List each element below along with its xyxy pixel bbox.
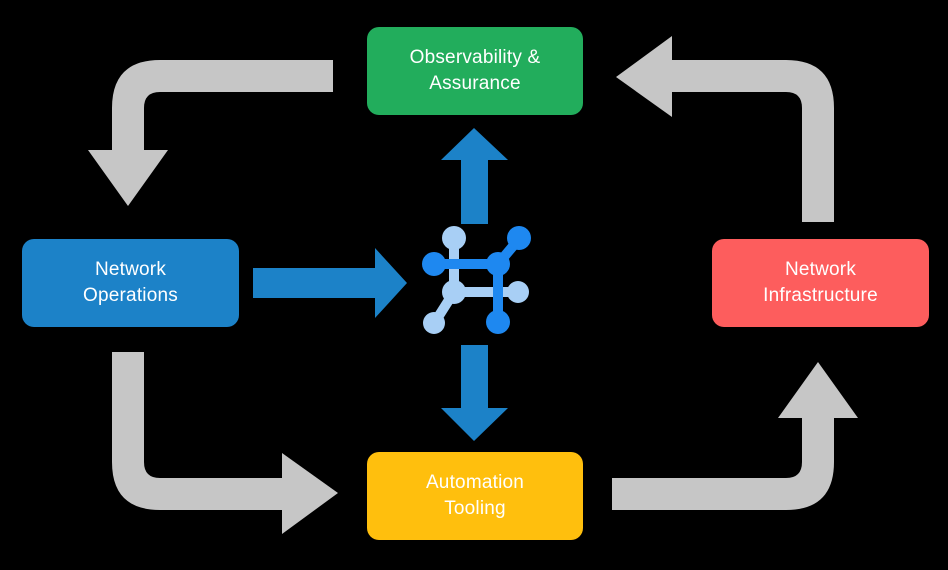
accent-arrow-center-to-automation: [441, 345, 508, 441]
loop-arrow-automation-to-infrastructure: [612, 362, 858, 510]
loop-arrow-infrastructure-to-observability: [616, 36, 834, 222]
network-icon-light-nodes: [423, 226, 529, 334]
node-box-automation-tooling[interactable]: Automation Tooling: [367, 452, 583, 540]
node-box-observability[interactable]: Observability & Assurance: [367, 27, 583, 115]
network-icon-dark-nodes: [422, 226, 531, 334]
accent-arrow-operations-to-center: [253, 248, 407, 318]
node-label-observability: Observability & Assurance: [409, 47, 541, 94]
loop-arrow-observability-to-operations: [88, 60, 333, 206]
node-box-network-infrastructure[interactable]: Network Infrastructure: [712, 239, 929, 327]
accent-arrow-center-to-observability: [441, 128, 508, 224]
node-label-network-infrastructure: Network Infrastructure: [763, 259, 878, 306]
node-label-network-operations: Network Operations: [83, 259, 178, 306]
node-label-automation-tooling: Automation Tooling: [425, 472, 525, 519]
loop-arrow-operations-to-automation: [112, 352, 338, 534]
node-box-network-operations[interactable]: Network Operations: [22, 239, 239, 327]
